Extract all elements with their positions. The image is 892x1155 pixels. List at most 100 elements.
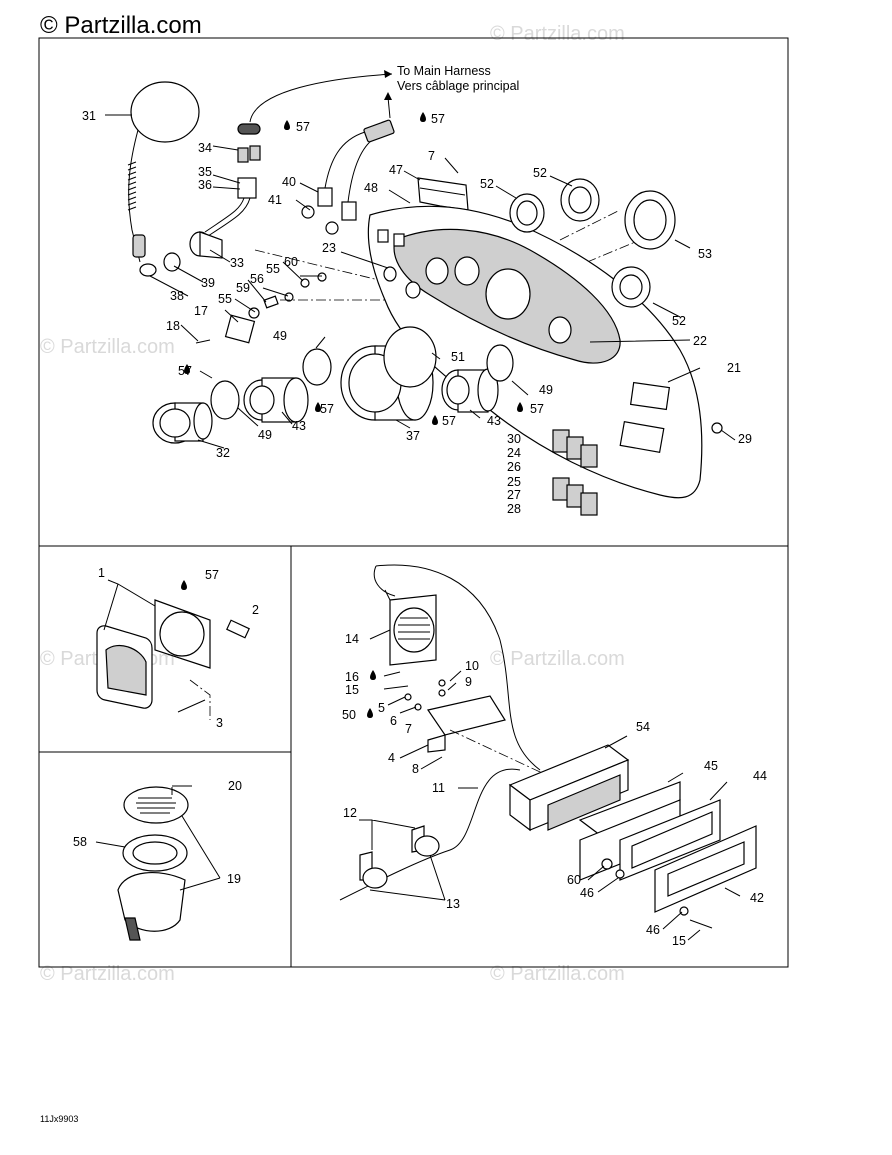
callout-label: 58	[73, 835, 87, 849]
callout-label: 57	[296, 120, 310, 134]
callout-label: 22	[693, 334, 707, 348]
callout-label: 40	[282, 175, 296, 189]
callout-label: 60	[567, 873, 581, 887]
callout-label: 24	[507, 446, 521, 460]
callout-label: 52	[533, 166, 547, 180]
callout-label: 45	[704, 759, 718, 773]
callout-label: 10	[465, 659, 479, 673]
callout-label: 44	[753, 769, 767, 783]
callout-label: 49	[539, 383, 553, 397]
callout-label: 60	[284, 255, 298, 269]
callout-label: 12	[343, 806, 357, 820]
callout-label: 30	[507, 432, 521, 446]
callout-label: 48	[364, 181, 378, 195]
callout-label: 46	[646, 923, 660, 937]
callout-label: 46	[580, 886, 594, 900]
callout-label: 36	[198, 178, 212, 192]
callout-label: 15	[672, 934, 686, 948]
callout-label: 18	[166, 319, 180, 333]
callout-label: 11	[432, 781, 445, 795]
callout-label: 6	[390, 714, 397, 728]
callout-label: 55	[266, 262, 280, 276]
harness-arrow	[249, 73, 393, 123]
harness-note-line1: To Main Harness	[397, 64, 491, 78]
callout-label: 25	[507, 475, 521, 489]
callout-label: 52	[672, 314, 686, 328]
main-assembly-drawing: To Main Harness Vers câblage principal	[105, 64, 736, 516]
gauges	[152, 326, 514, 444]
callout-label: 19	[227, 872, 241, 886]
callout-label: 43	[487, 414, 501, 428]
callout-label: 51	[451, 350, 465, 364]
callout-label: 49	[273, 329, 287, 343]
callout-label: 28	[507, 502, 521, 516]
drop-icon	[517, 402, 523, 412]
callout-labels: 31 34 57 35 36 7 57 47 48 52 52 40 41 33…	[73, 109, 767, 948]
callout-label: 21	[727, 361, 741, 375]
callout-label: 7	[405, 722, 412, 736]
callout-label: 47	[389, 163, 403, 177]
callout-label: 56	[250, 272, 264, 286]
figure-code: 11Jx9903	[40, 1114, 79, 1124]
callout-label: 42	[750, 891, 764, 905]
callout-label: 52	[480, 177, 494, 191]
callout-label: 55	[218, 292, 232, 306]
watermark: © Partzilla.com	[490, 963, 625, 985]
radio-speaker-drawing	[339, 564, 757, 941]
callout-label: 38	[170, 289, 184, 303]
watermarks: © Partzilla.com © Partzilla.com © Partzi…	[40, 23, 625, 985]
callout-label: 59	[236, 281, 250, 295]
lanyard-loop	[130, 81, 200, 143]
callout-label: 57	[205, 568, 219, 582]
callout-label: 57	[442, 414, 456, 428]
bezel-rings	[509, 178, 676, 308]
callout-label: 23	[322, 241, 336, 255]
callout-label: 26	[507, 460, 521, 474]
rocker-switches	[552, 429, 598, 516]
drop-icon	[181, 580, 187, 590]
horn-assembly-drawing	[96, 579, 250, 720]
drop-icon	[184, 364, 190, 374]
callout-label: 34	[198, 141, 212, 155]
callout-label: 31	[82, 109, 96, 123]
harness-note-line2: Vers câblage principal	[397, 79, 519, 93]
callout-label: 29	[738, 432, 752, 446]
drop-icon	[370, 670, 376, 680]
callout-label: 15	[345, 683, 359, 697]
callout-label: 32	[216, 446, 230, 460]
callout-label: 5	[378, 701, 385, 715]
callout-label: 49	[258, 428, 272, 442]
callout-label: 16	[345, 670, 359, 684]
callout-label: 35	[198, 165, 212, 179]
callout-label: 37	[406, 429, 420, 443]
callout-label: 1	[98, 566, 105, 580]
callout-label: 33	[230, 256, 244, 270]
callout-label: 20	[228, 779, 242, 793]
drop-icon	[367, 708, 373, 718]
watermark: © Partzilla.com	[40, 336, 175, 358]
callout-label: 13	[446, 897, 460, 911]
callout-label: 8	[412, 762, 419, 776]
callout-label: 50	[342, 708, 356, 722]
callout-label: 27	[507, 488, 521, 502]
brand-text: © Partzilla.com	[40, 12, 202, 39]
callout-label: 54	[636, 720, 650, 734]
watermark: © Partzilla.com	[490, 23, 625, 45]
watermark: © Partzilla.com	[40, 963, 175, 985]
drop-icon	[315, 402, 321, 412]
callout-label: 4	[388, 751, 395, 765]
callout-label: 39	[201, 276, 215, 290]
vent-assembly-drawing	[95, 785, 221, 941]
callout-label: 41	[268, 193, 282, 207]
callout-label: 43	[292, 419, 306, 433]
drop-icon	[432, 415, 438, 425]
callout-label: 14	[345, 632, 359, 646]
drop-icons	[181, 112, 523, 718]
callout-label: 7	[428, 149, 435, 163]
callout-label: 53	[698, 247, 712, 261]
callout-label: 2	[252, 603, 259, 617]
drop-icon	[284, 120, 290, 130]
watermark: © Partzilla.com	[490, 648, 625, 670]
